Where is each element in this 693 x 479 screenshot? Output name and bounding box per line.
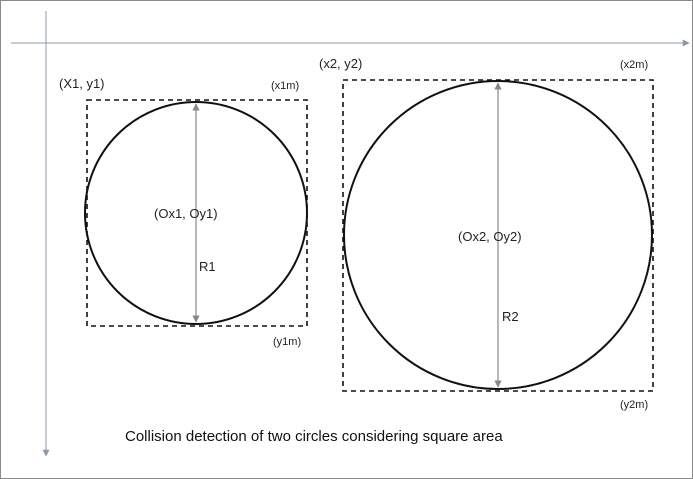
corner-label-x1m: (x1m) <box>271 80 300 92</box>
radius-label-2: R2 <box>502 309 519 324</box>
circle-2 <box>343 80 653 390</box>
corner-label-x2m: (x2m) <box>620 59 649 71</box>
center-label-2: (Ox2, Oy2) <box>458 229 522 244</box>
circle-1 <box>84 101 308 325</box>
diagram-caption: Collision detection of two circles consi… <box>125 428 503 445</box>
corner-label-x2-y2: (x2, y2) <box>319 56 363 71</box>
corner-label-y1m: (y1m) <box>273 336 302 348</box>
corner-label-y2m: (y2m) <box>620 399 649 411</box>
radius-label-1: R1 <box>199 259 216 274</box>
center-label-1: (Ox1, Oy1) <box>154 206 218 221</box>
corner-label-x1-y1: (X1, y1) <box>59 76 105 91</box>
